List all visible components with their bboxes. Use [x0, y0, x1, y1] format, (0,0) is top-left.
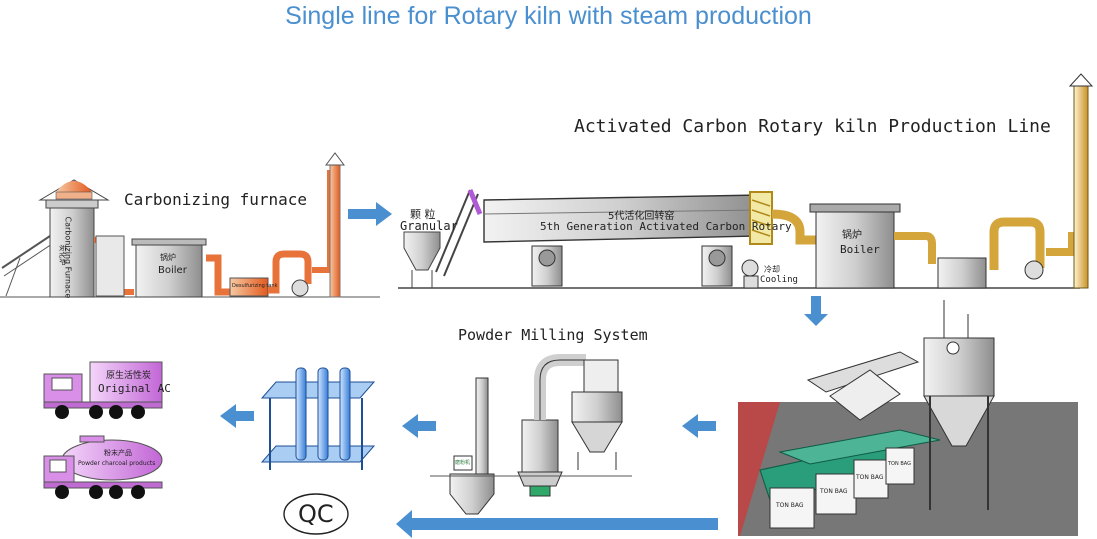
arrow-long-bottom	[396, 510, 718, 538]
powder-milling-system	[430, 354, 632, 515]
label-kiln-en: 5th Generation Activated Carbon Rotary	[540, 220, 792, 233]
dust-collector	[937, 257, 987, 289]
qc-rack	[260, 367, 376, 535]
label-kiln-cn: 5代活化回转窑	[608, 211, 675, 222]
cyclone-collector	[571, 391, 623, 423]
raymond-mill	[521, 419, 559, 473]
label-ton-bag-2: TON BAG	[820, 488, 848, 495]
carbonizing-furnace-body	[49, 204, 95, 298]
label-ton-bag-1: TON BAG	[776, 502, 804, 509]
label-mill-tag: 磨粉机	[455, 460, 471, 466]
label-granular: Granular	[400, 219, 458, 233]
label-boiler-left: Boiler	[158, 265, 187, 276]
label-truck2-en: Powder charcoal products	[78, 460, 156, 467]
label-boiler-left-cn: 锅炉	[160, 253, 176, 262]
diagram-title: Single line for Rotary kiln with steam p…	[285, 2, 812, 30]
arrow-to-kiln	[348, 202, 392, 226]
label-powder-milling: Powder Milling System	[458, 326, 648, 344]
ton-bag-3	[853, 459, 889, 499]
arrow-mill-to-qc	[402, 414, 436, 438]
arrow-down-to-packing	[804, 296, 828, 326]
rotary-kiln-section	[398, 73, 1094, 289]
label-rotary-line: Activated Carbon Rotary kiln Production …	[574, 116, 1051, 137]
label-ton-bag-4: TON BAG	[888, 461, 911, 467]
test-tube-1	[295, 367, 307, 461]
packing-station	[738, 300, 1078, 536]
packing-silo	[923, 337, 995, 397]
chimney-left	[329, 164, 341, 298]
cooling-fan	[741, 259, 759, 277]
label-boiler-right: Boiler	[840, 243, 880, 256]
ton-bag-4	[885, 447, 915, 485]
label-truck1-cn: 原生活性炭	[106, 371, 152, 381]
bucket-elevator	[475, 377, 489, 481]
qc-circle	[283, 493, 349, 535]
label-desulfur-tank: Desulfurizing tank	[232, 283, 278, 289]
arrow-packing-to-mill	[682, 414, 716, 438]
ton-bag-2	[815, 473, 857, 515]
fan-left	[291, 279, 309, 297]
boiler-right	[815, 209, 895, 289]
truck-original-ac	[43, 361, 163, 419]
fan-right	[1024, 260, 1044, 280]
label-carbonizing-furnace: Carbonizing furnace	[124, 190, 308, 209]
arrow-qc-to-trucks	[220, 404, 254, 428]
label-boiler-right-cn: 锅炉	[842, 230, 862, 241]
label-truck1-en: Original AC	[98, 382, 171, 395]
label-cooling: Cooling	[760, 275, 798, 285]
label-furnace-cn: 炭化炉	[58, 244, 67, 266]
label-granular-cn: 颗 粒	[410, 208, 436, 221]
boiler-left	[135, 242, 203, 298]
truck-powder-products	[43, 435, 163, 499]
carbonizing-section	[0, 152, 380, 298]
label-qc: QC	[298, 500, 334, 528]
test-tube-2	[317, 367, 329, 461]
label-truck2-cn: 粉末产品	[104, 449, 132, 457]
ton-bag-1	[769, 487, 815, 529]
chimney-right	[1073, 85, 1089, 289]
test-tube-3	[339, 367, 351, 461]
label-cooling-cn: 冷却	[764, 265, 780, 274]
label-ton-bag-3: TON BAG	[856, 474, 884, 481]
granular-hopper	[403, 231, 441, 271]
